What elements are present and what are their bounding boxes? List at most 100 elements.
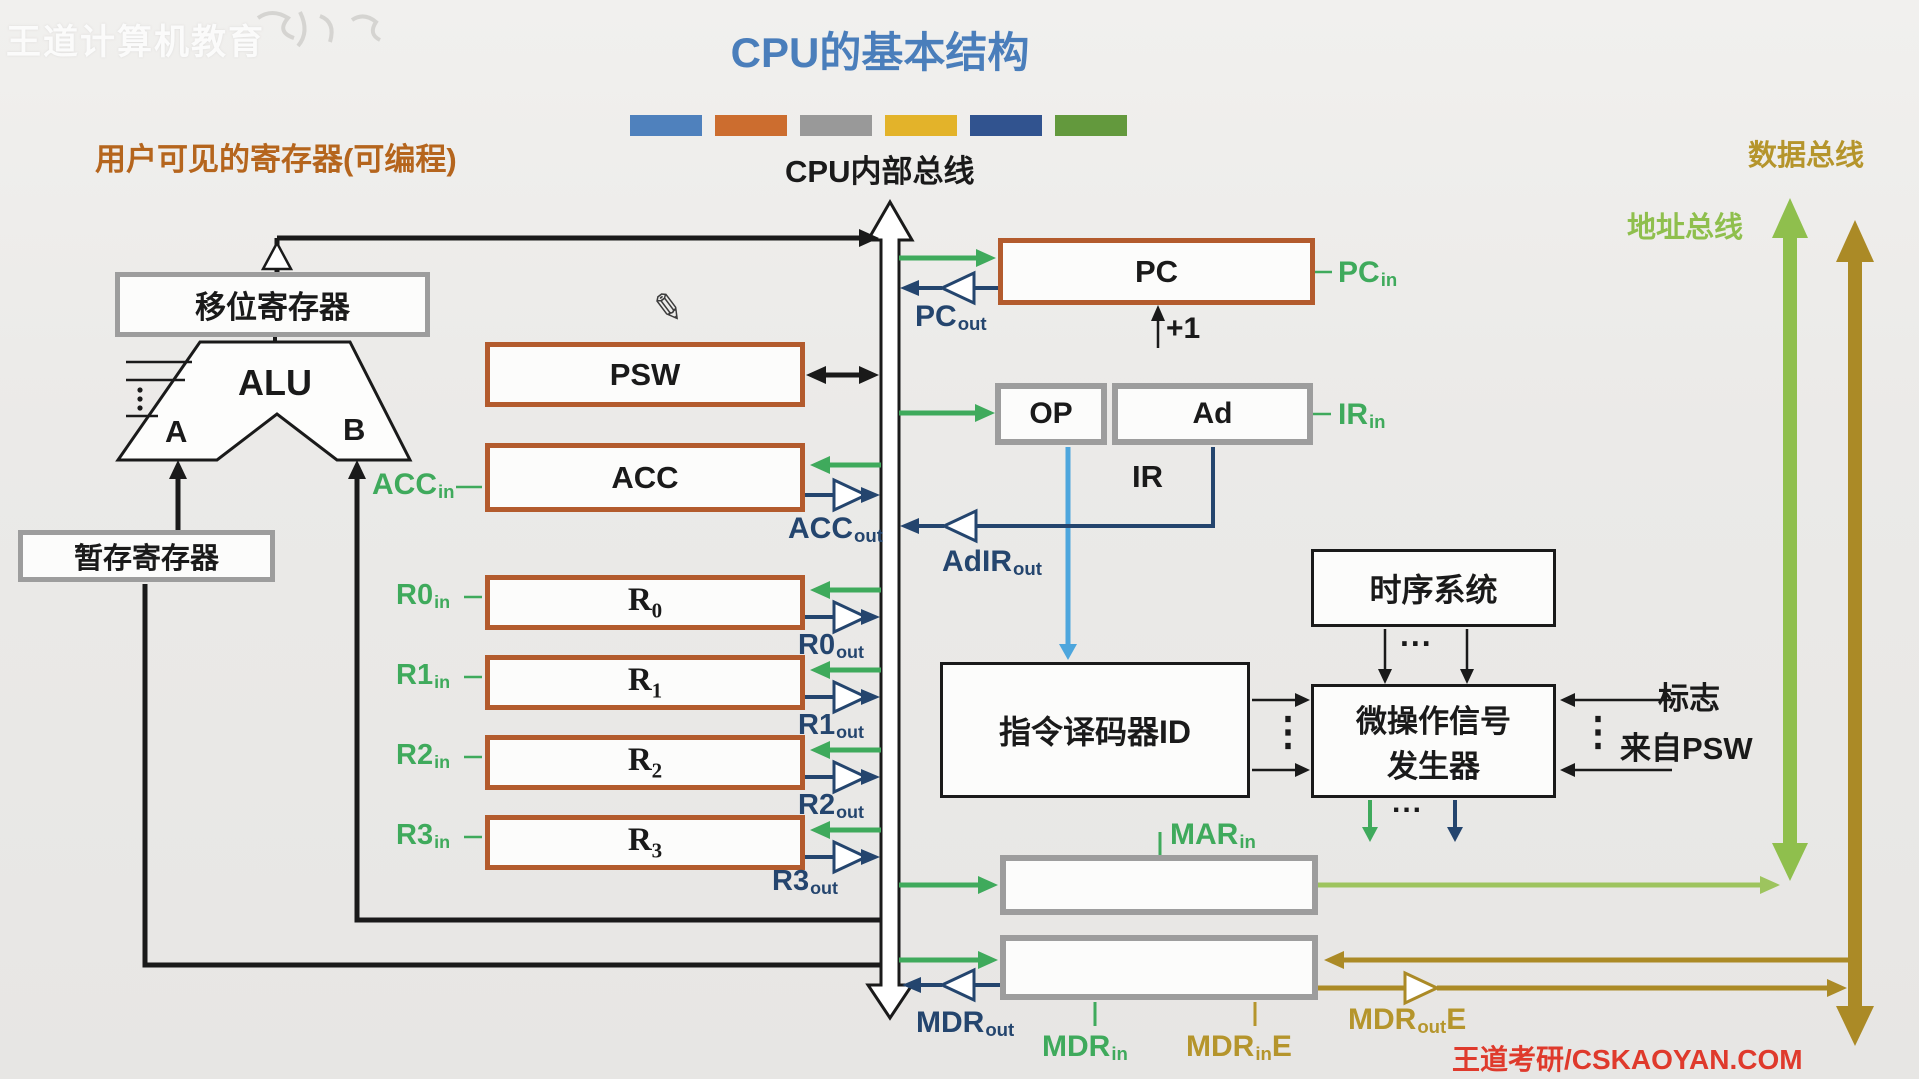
title-bar-2 <box>715 115 787 136</box>
mar-in-signal-label: MARin <box>1170 818 1256 853</box>
pc-in-signal-label: PCin <box>1338 256 1398 291</box>
flag-label: 标志 <box>1658 681 1720 716</box>
microop-generator-box: 微操作信号 发生器 <box>1311 684 1556 798</box>
alu-label: ALU <box>238 362 312 403</box>
register-r1-box: R1 <box>485 655 805 710</box>
timing-system-label: 时序系统 <box>1369 572 1498 608</box>
mdr-out-signal-label: MDRout <box>916 1006 1015 1041</box>
pc-label: PC <box>1134 253 1179 289</box>
r1-label: R1 <box>627 661 663 703</box>
alu-extra-inputs-dots <box>137 387 143 411</box>
temp-register-box: 暂存寄存器 <box>18 530 275 582</box>
title-bar-1 <box>630 115 702 136</box>
adir-out-signal-label: AdIRout <box>942 545 1042 580</box>
r1-wires <box>464 661 881 715</box>
psw-label: PSW <box>609 356 681 392</box>
user-visible-registers-heading: 用户可见的寄存器(可编程) <box>95 142 457 177</box>
alu-port-a-label: A <box>165 414 188 449</box>
ir-in-signal-label: IRin <box>1338 398 1386 433</box>
temp-register-label: 暂存寄存器 <box>73 543 219 575</box>
pc-out-wire <box>900 270 998 306</box>
acc-in-wire <box>456 456 881 489</box>
mdr-out-wire <box>902 967 1000 1003</box>
watermark-scribble <box>256 11 381 48</box>
psw-box: PSW <box>485 342 805 407</box>
alu-b-arrowhead <box>348 460 366 479</box>
pc-plus-one-wire <box>1151 305 1165 348</box>
internal-bus-label: CPU内部总线 <box>785 154 975 189</box>
databus-to-mdr-wire <box>1324 951 1848 969</box>
acc-box: ACC <box>485 443 805 512</box>
adir-out-wire <box>900 447 1215 544</box>
acc-out-signal-label: ACCout <box>788 512 883 547</box>
alu-a-input-wire <box>169 460 187 530</box>
instruction-decoder-label: 指令译码器ID <box>998 714 1191 750</box>
title-bar-4 <box>885 115 957 136</box>
pc-in-wire <box>899 249 1332 274</box>
alu-port-b-label: B <box>343 412 366 447</box>
r0-label: R0 <box>627 581 663 623</box>
ir-ad-box: Ad <box>1112 383 1313 445</box>
r2-wires <box>464 741 881 795</box>
mdr-in-e-signal-label: MDRinE <box>1186 1030 1292 1065</box>
r0-out-signal-label: R0out <box>798 629 865 662</box>
shift-register-box: 移位寄存器 <box>115 272 430 337</box>
instruction-decoder-box: 指令译码器ID <box>940 662 1250 798</box>
address-bus <box>1772 198 1808 881</box>
mdr-to-databus-wire <box>1318 970 1847 1006</box>
timing-system-box: 时序系统 <box>1311 549 1556 627</box>
decoder-to-microop-arrows <box>1252 693 1310 777</box>
r1-in-signal-label: R1in <box>396 659 451 692</box>
register-r0-box: R0 <box>485 575 805 630</box>
title-bar-5 <box>970 115 1042 136</box>
ad-label: Ad <box>1192 397 1233 430</box>
pc-plus-one-label: +1 <box>1166 312 1201 345</box>
microop-bottom-dots: ... <box>1392 786 1424 819</box>
flags-vdots: ⋮ <box>1578 710 1618 754</box>
mdr-out-e-signal-label: MDRoutE <box>1348 1003 1467 1038</box>
address-bus-label: 地址总线 <box>1627 212 1744 244</box>
cpu-internal-bus <box>865 199 915 1021</box>
op-label: OP <box>1029 397 1073 430</box>
flags-to-microop-arrows <box>1560 693 1672 777</box>
ir-op-box: OP <box>995 383 1107 445</box>
r2-in-signal-label: R2in <box>396 739 451 772</box>
shift-register-to-bus-wire <box>274 229 879 272</box>
mdr-in-signal-label: MDRin <box>1042 1030 1128 1065</box>
timing-to-microop-arrows <box>1378 629 1474 684</box>
shift-register-up-gate <box>260 240 294 271</box>
shift-register-label: 移位寄存器 <box>195 290 350 325</box>
r3-in-signal-label: R3in <box>396 819 451 852</box>
r3-out-signal-label: R3out <box>772 865 839 898</box>
pc-box: PC <box>998 238 1315 305</box>
acc-out-wire <box>805 477 880 513</box>
title-bar-6 <box>1055 115 1127 136</box>
alu-shape <box>115 340 413 462</box>
title-bar-3 <box>800 115 872 136</box>
temp-register-feedback-wire <box>142 584 881 968</box>
r2-out-signal-label: R2out <box>798 789 865 822</box>
pc-out-signal-label: PCout <box>915 300 987 335</box>
from-psw-label: 来自PSW <box>1620 731 1753 766</box>
data-bus <box>1836 220 1874 1046</box>
mar-box <box>1000 855 1318 915</box>
alu-b-input-wire <box>354 470 881 923</box>
psw-bus-double-arrow <box>806 366 879 384</box>
register-r2-box: R2 <box>485 735 805 790</box>
watermark-wangdao-top: 王道计算机教育 <box>6 23 266 62</box>
acc-label: ACC <box>611 459 679 495</box>
microop-generator-label: 微操作信号 发生器 <box>1356 704 1511 784</box>
timing-dots: ... <box>1400 617 1433 653</box>
r0-in-signal-label: R0in <box>396 579 451 612</box>
mdr-box <box>1000 935 1318 1000</box>
acc-in-signal-label: ACCin <box>372 468 455 503</box>
ir-in-wire <box>899 404 1331 422</box>
microop-output-arrows <box>1362 800 1463 842</box>
r3-wires <box>464 821 881 875</box>
r2-label: R2 <box>627 741 663 783</box>
watermark-cskaoyan-bottom: 王道考研/CSKAOYAN.COM <box>1452 1044 1803 1075</box>
r0-wires <box>464 581 881 635</box>
r3-label: R3 <box>627 821 663 863</box>
